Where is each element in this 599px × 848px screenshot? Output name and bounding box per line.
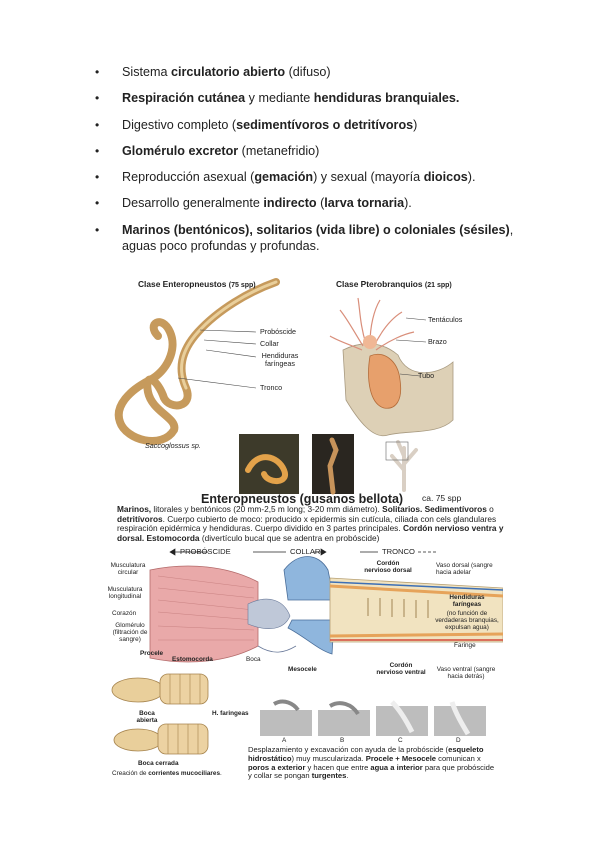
list-item: Reproducción asexual (gemación) y sexual… [95,169,535,185]
label-brazo: Brazo [428,337,447,346]
burrowing-panels [260,699,486,736]
enteropneustos-title: Enteropneustos (gusanos bellota) [201,492,404,506]
label-collar: Collar [260,339,279,348]
burrowing-caption: Desplazamiento y excavación con ayuda de… [248,745,495,781]
species-label: Saccoglossus sp. [145,441,201,450]
photo-worm [239,434,299,494]
left-leader-lines [177,329,257,389]
label-tubo: Tubo [418,371,435,380]
figure-illustrations [111,278,503,755]
label-estomocorda: Estomocorda [172,656,213,663]
label-proboscide: Probóscide [260,327,296,336]
panel-c-label: C [398,737,403,744]
label-h-faringeas: H. faringeas [212,710,249,717]
caption-creacion: Creación de corrientes mucociliares. [112,770,222,777]
region-collar: COLLAR [290,547,321,556]
worm-body [114,278,280,445]
label-cordon-ventral: Cordón nervioso ventral [376,662,426,676]
label-cordon-dorsal: Cordón nervioso dorsal [364,560,412,574]
panel-b-label: B [340,737,345,744]
list-item: Desarrollo generalmente indirecto (larva… [95,195,535,211]
list-item: Glomérulo excretor (metanefridio) [95,143,535,159]
label-boca-abierta: Boca abierta [136,710,158,724]
region-tronco: TRONCO [382,547,415,556]
proboscis-drawings [111,673,209,755]
longitudinal-section [149,556,503,663]
list-item: Respiración cutánea y mediante hendidura… [95,90,535,106]
label-hendiduras-faringeas: Hendiduras faríngeas [449,594,485,608]
label-mesocele: Mesocele [288,666,317,673]
list-item: Marinos (bentónicos), solitarios (vida l… [95,222,535,254]
label-vaso-ventral: Vaso ventral (sangre hacia detrás) [436,666,496,680]
region-arrows [169,548,438,556]
class-enteropneustos-title: Clase Enteropneustos (75 spp) [138,279,256,289]
label-procele: Procele [140,650,164,657]
feature-list: Sistema circulatorio abierto (difuso) Re… [95,64,535,264]
label-tentaculos: Tentáculos [428,315,463,324]
description-paragraph: Marinos, litorales y bentónicos (20 mm-2… [117,504,504,543]
region-proboscide: PROBÓSCIDE [180,547,231,556]
label-tronco: Tronco [260,383,283,392]
label-hendiduras-note: (no función de verdaderas branquias, exp… [435,610,499,631]
label-boca: Boca [246,656,261,663]
label-hendiduras: Hendiduras faríngeas [261,351,299,368]
panel-a-label: A [282,737,287,744]
label-glomerulo: Glomérulo (filtración de sangre) [112,622,148,643]
list-item: Digestivo completo (sedimentívoros o det… [95,117,535,133]
label-vaso-dorsal: Vaso dorsal (sangre hacia adelar [436,562,493,576]
label-musc-longitudinal: Musculatura longitudinal [107,586,143,600]
species-count: ca. 75 spp [422,493,462,503]
panel-d-label: D [456,737,461,744]
label-musc-circular: Musculatura circular [110,562,146,576]
zooid [368,354,402,409]
colony [390,440,418,492]
list-item: Sistema circulatorio abierto (difuso) [95,64,535,80]
label-faringe: Faringe [454,642,476,649]
label-boca-cerrada: Boca cerrada [138,760,179,767]
hemichordata-figure: Clase Enteropneustos (75 spp) Clase Pter… [108,270,503,790]
class-pterobranquios-title: Clase Pterobranquios (21 spp) [336,279,452,289]
label-corazon: Corazón [112,610,137,617]
